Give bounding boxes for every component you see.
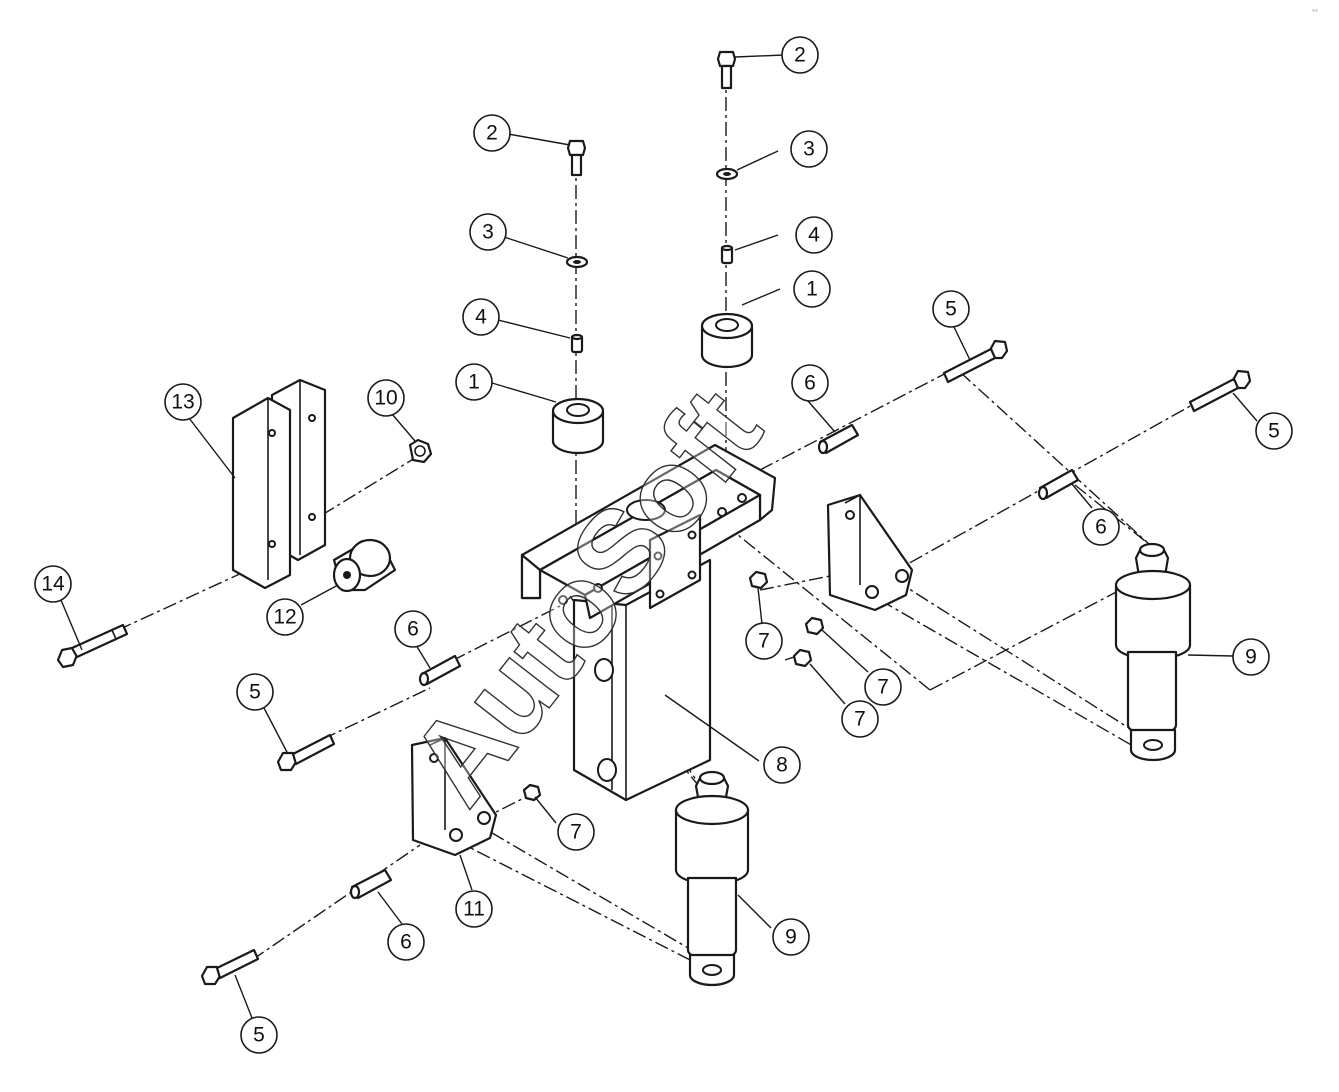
callout-6-bottom: 6 <box>387 923 425 961</box>
callout-4-left: 4 <box>462 298 500 336</box>
callout-7-center: 7 <box>745 622 783 660</box>
right-fasteners <box>748 339 1252 668</box>
callout-12: 12 <box>266 598 304 636</box>
svg-text:6: 6 <box>1095 516 1107 539</box>
callout-7-right-lower: 7 <box>841 700 879 738</box>
callout-1-left: 1 <box>455 363 493 401</box>
svg-text:9: 9 <box>1245 646 1257 669</box>
main-frame <box>520 443 777 802</box>
svg-text:4: 4 <box>475 306 487 329</box>
svg-text:5: 5 <box>1268 420 1280 443</box>
callout-2-right: 2 <box>781 36 819 74</box>
svg-text:7: 7 <box>854 708 866 731</box>
callout-14: 14 <box>34 565 72 603</box>
svg-text:5: 5 <box>253 1024 265 1047</box>
callout-13: 13 <box>164 383 202 421</box>
svg-text:1: 1 <box>468 371 480 394</box>
svg-text:7: 7 <box>570 821 582 844</box>
callout-3-right: 3 <box>790 130 828 168</box>
svg-text:1: 1 <box>806 278 818 301</box>
svg-text:3: 3 <box>482 221 494 244</box>
right-bracket <box>826 493 914 612</box>
svg-text:4: 4 <box>808 224 820 247</box>
svg-text:12: 12 <box>273 606 296 629</box>
right-mount-stack <box>700 50 754 369</box>
corner-mark: °° <box>1312 9 1318 16</box>
svg-text:5: 5 <box>249 681 261 704</box>
leader-lines <box>60 54 1258 1019</box>
svg-text:10: 10 <box>374 387 397 410</box>
callout-2-left: 2 <box>473 114 511 152</box>
callout-7-lower: 7 <box>557 813 595 851</box>
svg-text:6: 6 <box>804 372 816 395</box>
svg-text:3: 3 <box>803 138 815 161</box>
callout-10: 10 <box>367 379 405 417</box>
svg-text:5: 5 <box>945 298 957 321</box>
svg-text:14: 14 <box>41 573 65 596</box>
svg-text:9: 9 <box>785 926 797 949</box>
callout-6-left: 6 <box>394 610 432 648</box>
callout-5-lower-left: 5 <box>236 673 274 711</box>
svg-text:7: 7 <box>877 676 889 699</box>
svg-text:2: 2 <box>794 44 806 67</box>
callout-6-top: 6 <box>791 364 829 402</box>
callout-labels: 1 1 2 2 3 3 4 4 5 5 5 5 6 6 6 6 7 7 7 7 … <box>34 36 1293 1054</box>
callout-6-right: 6 <box>1082 508 1120 546</box>
lower-left-fasteners <box>200 654 542 986</box>
bracket-plates <box>231 378 327 590</box>
shock-absorber-right <box>1114 542 1192 762</box>
svg-text:8: 8 <box>776 754 788 777</box>
callout-4-right: 4 <box>795 216 833 254</box>
callout-5-bottom: 5 <box>240 1016 278 1054</box>
left-mount-stack <box>551 139 605 455</box>
bolt-14 <box>56 623 129 669</box>
svg-text:7: 7 <box>758 630 770 653</box>
callout-5-top-right: 5 <box>932 290 970 328</box>
callout-3-left: 3 <box>469 213 507 251</box>
callout-1-right: 1 <box>793 270 831 308</box>
nut-10 <box>408 438 433 464</box>
spacer-12 <box>332 538 397 593</box>
svg-text:13: 13 <box>171 391 194 414</box>
callout-9-center: 9 <box>772 918 810 956</box>
callout-8: 8 <box>763 746 801 784</box>
callout-5-far-right: 5 <box>1255 412 1293 450</box>
svg-text:2: 2 <box>486 122 498 145</box>
lower-bracket-11 <box>410 736 498 857</box>
callout-11: 11 <box>455 890 493 928</box>
shock-absorber-center <box>674 770 750 987</box>
svg-text:6: 6 <box>407 618 419 641</box>
svg-text:6: 6 <box>400 931 412 954</box>
svg-text:11: 11 <box>463 898 485 921</box>
callout-9-right: 9 <box>1232 638 1270 676</box>
callout-7-right-upper: 7 <box>864 668 902 706</box>
